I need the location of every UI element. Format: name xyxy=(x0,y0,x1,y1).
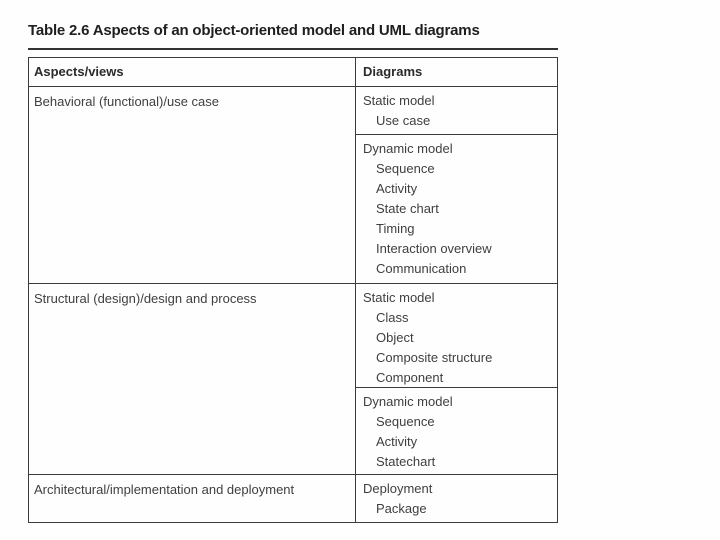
diagram-group-deployment: Deployment Package xyxy=(356,475,557,522)
diagram-item: State chart xyxy=(376,201,439,216)
diagram-item: Communication xyxy=(376,261,467,276)
table-row-architectural: Architectural/implementation and deploym… xyxy=(29,474,557,522)
header-cell-diagrams: Diagrams xyxy=(355,58,557,86)
table-row-structural: Structural (design)/design and process S… xyxy=(29,283,557,474)
diagram-item: Sequence xyxy=(376,414,435,429)
model-label: Deployment xyxy=(363,481,433,496)
aspect-cell: Structural (design)/design and process xyxy=(34,291,257,306)
table-row-behavioral: Behavioral (functional)/use case Static … xyxy=(29,86,557,283)
table-header-row: Aspects/views Diagrams xyxy=(29,58,557,86)
diagram-item: Sequence xyxy=(376,161,435,176)
diagram-item: Composite structure xyxy=(376,350,493,365)
model-label: Static model xyxy=(363,290,435,305)
diagrams-cell: Static model Class Object Composite stru… xyxy=(355,284,557,474)
diagram-item: Class xyxy=(376,310,409,325)
diagram-group-static: Static model Class Object Composite stru… xyxy=(356,284,557,387)
model-label: Static model xyxy=(363,93,435,108)
diagram-item: Interaction overview xyxy=(376,241,492,256)
diagram-group-dynamic: Dynamic model Sequence Activity Statecha… xyxy=(356,387,557,474)
caption-rule xyxy=(28,48,558,50)
table-caption: Table 2.6 Aspects of an object-oriented … xyxy=(28,22,480,39)
header-cell-aspects: Aspects/views xyxy=(34,64,124,79)
model-label: Dynamic model xyxy=(363,141,453,156)
aspect-cell: Architectural/implementation and deploym… xyxy=(34,482,295,497)
diagram-item: Use case xyxy=(376,113,431,128)
diagram-group-static: Static model Use case xyxy=(356,87,557,134)
diagram-item: Timing xyxy=(376,221,415,236)
diagram-item: Activity xyxy=(376,434,418,449)
diagram-item: Statechart xyxy=(376,454,436,469)
diagram-item: Package xyxy=(376,501,427,516)
model-label: Dynamic model xyxy=(363,394,453,409)
diagrams-cell: Deployment Package xyxy=(355,475,557,522)
uml-diagrams-table: Aspects/views Diagrams Behavioral (funct… xyxy=(28,57,558,523)
diagram-group-dynamic: Dynamic model Sequence Activity State ch… xyxy=(356,134,557,283)
diagram-item: Object xyxy=(376,330,414,345)
diagram-item: Component xyxy=(376,370,444,385)
aspect-cell: Behavioral (functional)/use case xyxy=(34,94,219,109)
diagrams-cell: Static model Use case Dynamic model Sequ… xyxy=(355,87,557,283)
diagram-item: Activity xyxy=(376,181,418,196)
